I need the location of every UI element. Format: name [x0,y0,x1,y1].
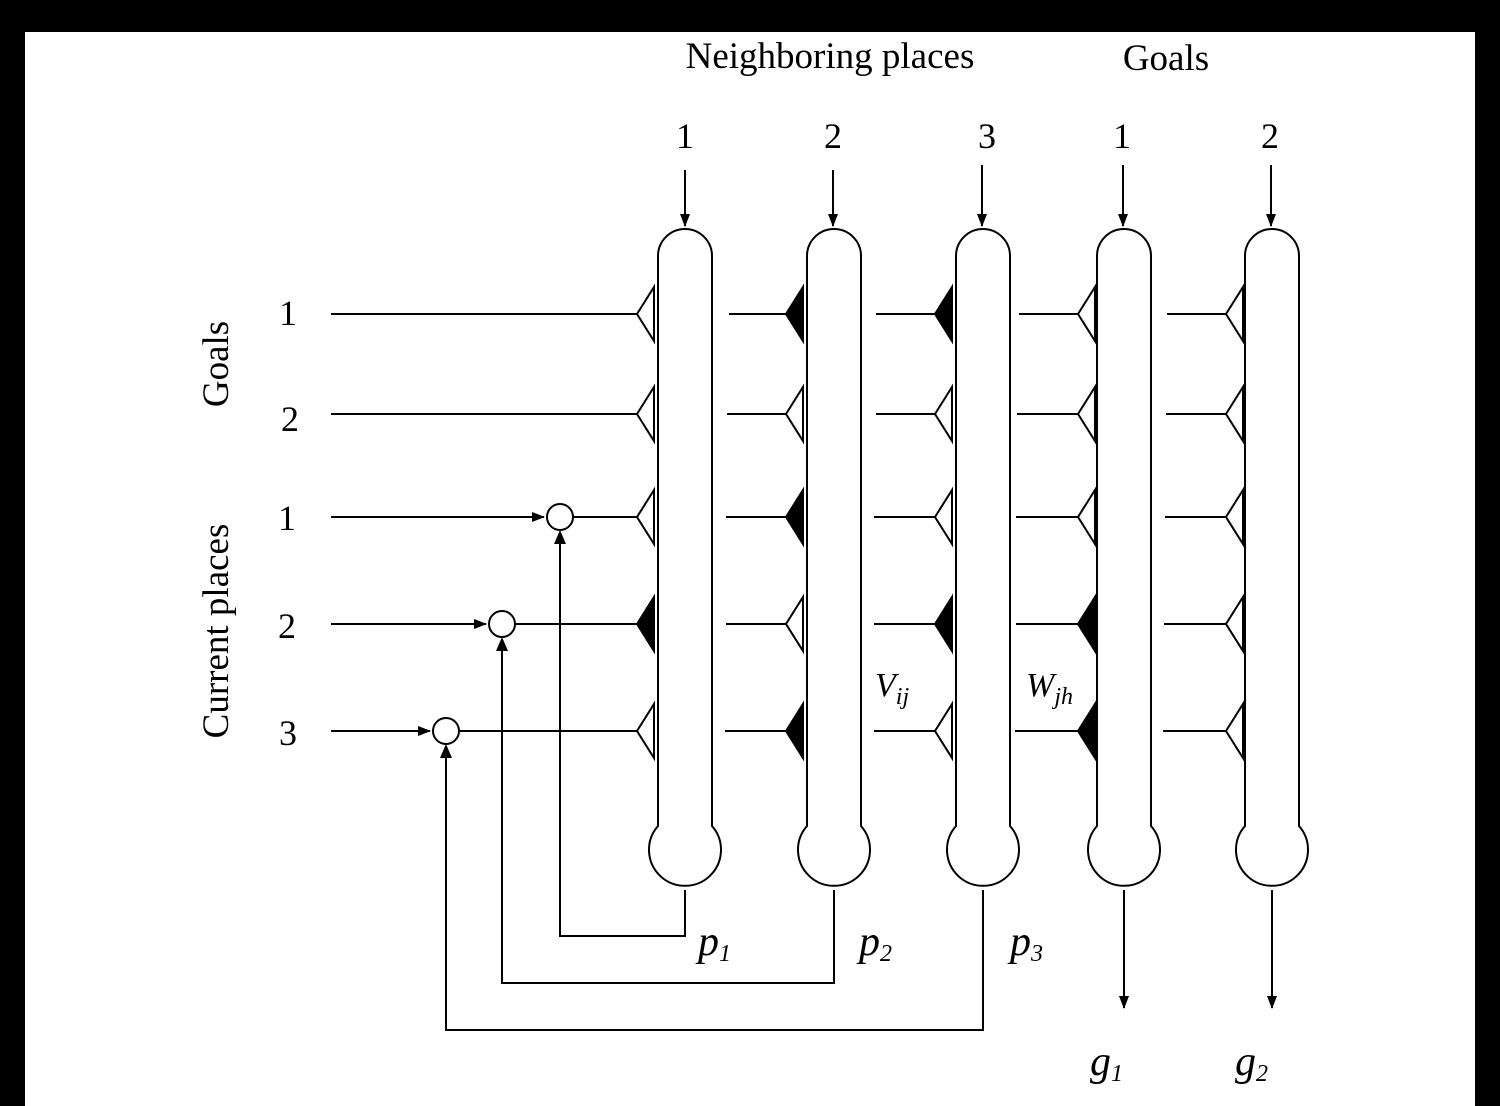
neighbor-number-2: 2 [824,116,842,156]
synapse-open-c4-r3 [1076,486,1096,548]
output-label-p3: p3 [1007,919,1043,967]
neuron-column-3 [946,228,1020,887]
synapse-filled-c2-r1 [784,283,804,345]
neighboring-places-header: Neighboring places [686,36,975,77]
synapse-open-c3-r2 [933,383,953,445]
neuron-column-5 [1235,228,1309,887]
neuron-column-1 [648,228,722,887]
summing-node-2 [488,610,516,638]
synapse-open-c1-r5 [635,700,655,762]
synapse-filled-c4-r4 [1076,593,1096,655]
goals-row-label: Goals [196,321,237,407]
output-label-p1: p1 [695,919,731,967]
synapse-open-c1-r2 [635,383,655,445]
neighbor-number-3: 3 [978,116,996,156]
neuron-column-2 [797,228,871,887]
synapse-group [635,283,1244,762]
output-label-g1: g1 [1090,1039,1123,1087]
current-places-row-label: Current places [196,524,237,739]
current-row-number-3: 3 [279,713,297,753]
current-row-number-2: 2 [278,606,296,646]
feedback-arrow-p3 [440,744,452,758]
synapse-open-c1-r3 [635,486,655,548]
synapse-filled-c1-r4 [635,593,655,655]
synapse-open-c5-r2 [1224,383,1244,445]
synapse-filled-c2-r5 [784,700,804,762]
output-label-g2: g2 [1235,1039,1268,1087]
goal-column-number-1: 1 [1113,116,1131,156]
synapse-open-c5-r4 [1224,593,1244,655]
synapse-open-c5-r5 [1224,700,1244,762]
current-row-number-1: 1 [278,498,296,538]
feedback-path-p3 [445,746,984,1031]
synapse-open-c4-r1 [1076,283,1096,345]
summing-node-1 [546,503,574,531]
synapse-filled-c4-r5 [1076,700,1096,762]
synapse-filled-c2-r3 [784,486,804,548]
inter-column-lines [725,313,1226,732]
summing-node-3 [432,717,460,745]
output-label-p2: p2 [856,919,892,967]
weight-label-v: Vij [875,667,909,710]
diagram-canvas [25,32,1475,1106]
feedback-path-p2 [501,639,835,984]
synapse-open-c4-r2 [1076,383,1096,445]
weight-label-w: Wjh [1026,667,1073,710]
neighbor-number-1: 1 [676,116,694,156]
synapse-filled-c3-r1 [933,283,953,345]
synapse-filled-c3-r4 [933,593,953,655]
neuron-column-4 [1087,228,1161,887]
feedback-path-p1 [559,532,686,937]
feedback-arrow-p1 [554,530,566,544]
goal-row-number-1: 1 [279,293,297,333]
synapse-open-c3-r3 [933,486,953,548]
synapse-open-c5-r3 [1224,486,1244,548]
synapse-open-c2-r4 [784,593,804,655]
goal-row-number-2: 2 [281,399,299,439]
goals-header: Goals [1123,38,1209,79]
synapse-open-c5-r1 [1224,283,1244,345]
synapse-open-c1-r1 [635,283,655,345]
synapse-open-c3-r5 [933,700,953,762]
goal-column-number-2: 2 [1261,116,1279,156]
feedback-arrow-p2 [496,637,508,651]
synapse-open-c2-r2 [784,383,804,445]
